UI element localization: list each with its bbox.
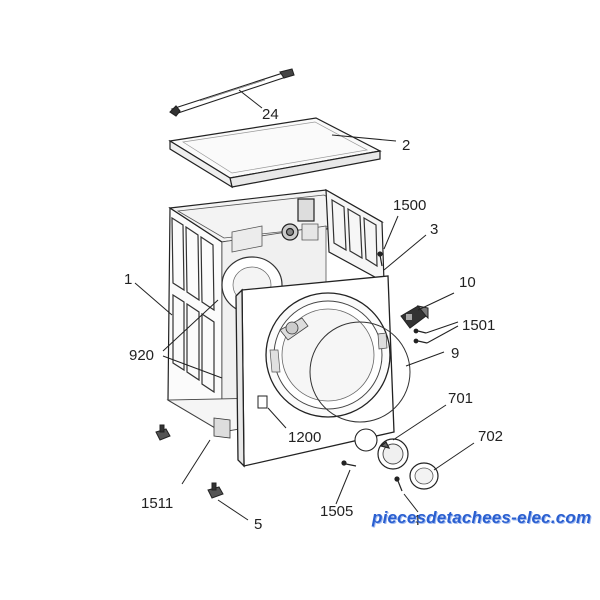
callout-10: 10: [459, 274, 476, 291]
part-24-top-bracket: [169, 68, 295, 117]
screw-1500: [377, 251, 383, 267]
part-10-module: [400, 305, 429, 329]
leader-lines: [134, 89, 475, 521]
callout-5: 5: [254, 516, 262, 533]
part-702-cap: [409, 462, 439, 490]
part-9-door-seal: [309, 321, 411, 423]
part-2-top-cover: [168, 117, 382, 189]
callout-1: 1: [124, 271, 132, 288]
callout-702: 702: [478, 428, 503, 445]
callout-701: 701: [448, 390, 473, 407]
site-watermark: piecesdetachees-elec.com: [372, 508, 592, 527]
callout-1501: 1501: [462, 317, 495, 334]
callout-4: 4: [412, 512, 420, 529]
callout-24: 24: [262, 106, 279, 123]
part-5-feet: [155, 424, 224, 499]
screw-1505: [341, 460, 357, 467]
callout-1505: 1505: [320, 503, 353, 520]
screws-1501: [413, 328, 428, 344]
callout-3: 3: [430, 221, 438, 238]
callout-1511: 1511: [141, 495, 173, 512]
part-701-flap-ring: [377, 438, 409, 470]
callout-1500: 1500: [393, 197, 426, 214]
callout-9: 9: [451, 345, 459, 362]
callout-2: 2: [402, 137, 410, 154]
callout-1200: 1200: [288, 429, 321, 446]
callout-920: 920: [129, 347, 154, 364]
part-3-front-panel: [235, 275, 395, 468]
screw-4: [394, 476, 403, 492]
callout-labels: 24 2 1500 3 1 10 1501 920 9 701 702 1200…: [124, 106, 503, 533]
